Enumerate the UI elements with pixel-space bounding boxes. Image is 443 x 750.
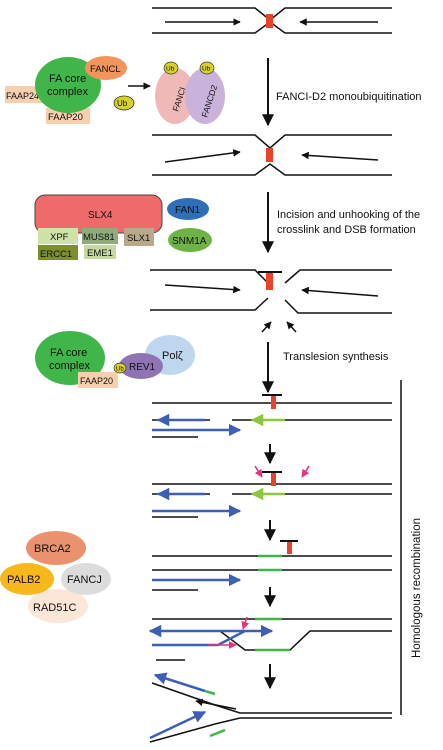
fa-core-label-1: FA core (49, 73, 86, 85)
ub-fanci (163, 61, 179, 75)
crosslink-lesion-2 (266, 148, 273, 162)
ercc1-box (38, 245, 78, 260)
fan1-label: FAN1 (175, 205, 200, 216)
fanci-protein (155, 68, 195, 124)
faap24-box (5, 86, 43, 103)
xpf-label: XPF (50, 232, 69, 243)
ub-rev1 (113, 362, 127, 374)
unhooked-forks (150, 269, 392, 333)
fa-core-label-2: complex (47, 86, 88, 98)
fa-core-cluster: FAAP24 FAAP20 FA core complex FANCL Ub (5, 56, 151, 124)
faap20-label: FAAP20 (48, 112, 83, 123)
rad51c-label: RAD51C (33, 602, 76, 614)
ub-fanci-label: Ub (166, 66, 175, 73)
palb2-protein (0, 563, 54, 595)
rad51c-protein (28, 589, 88, 623)
ub-fancd2-label: Ub (202, 66, 211, 73)
brca2-protein (26, 531, 86, 565)
fanci-fancd2-complex: FANCI FANCD2 Ub Ub (155, 61, 225, 124)
slx4-label: SLX4 (88, 210, 113, 221)
faap20-box (46, 108, 90, 124)
mus81-label: MUS81 (83, 232, 115, 243)
step-label-mono: FANCI-D2 monoubiquitination (276, 91, 422, 103)
unhooked-adduct (266, 273, 273, 290)
step-label-incision-2: crosslink and DSB formation (277, 224, 416, 236)
rev1-label: REV1 (129, 362, 156, 373)
xpf-box (38, 228, 78, 244)
fa-core-complex (35, 57, 101, 113)
hr-unhooked (152, 540, 392, 591)
hr-protein-cluster: BRCA2 RAD51C PALB2 FANCJ (0, 531, 111, 623)
fancd2-protein (185, 68, 225, 124)
hr-vertical-label: Homologous recombination (411, 518, 423, 658)
ubiquitin-free (113, 95, 135, 111)
rev1-protein (119, 353, 163, 379)
eme1-box (84, 245, 116, 259)
ub-rev1-label: Ub (116, 367, 124, 373)
brca2-label: BRCA2 (34, 543, 71, 555)
mus81-box (82, 228, 118, 244)
eme1-label: EME1 (87, 248, 113, 259)
fancj-label: FANCJ (67, 574, 102, 586)
ub-free-label: Ub (117, 99, 128, 108)
faap20-label-2: FAAP20 (80, 376, 113, 386)
crosslink-lesion (266, 14, 273, 28)
ub-fancd2 (199, 61, 215, 75)
faap24-label: FAAP24 (6, 91, 39, 101)
step-label-tls: Translesion synthesis (283, 351, 389, 363)
ercc1-label: ERCC1 (40, 249, 72, 260)
snm1a-protein (168, 228, 212, 252)
palb2-label: PALB2 (7, 574, 40, 586)
slx1-box (124, 228, 154, 246)
hr-strand-invasion (148, 616, 392, 661)
fancl-label: FANCL (90, 64, 121, 75)
nuclease-cluster: SLX4 XPF ERCC1 MUS81 EME1 SLX1 FAN1 SNM1… (34, 194, 212, 260)
fan1-protein (167, 198, 209, 220)
polz-label: Polζ (162, 350, 183, 362)
fa-core2-label-1: FA core (50, 347, 87, 359)
fancj-protein (61, 563, 111, 595)
tls-product (152, 394, 392, 438)
hr-resection (152, 465, 392, 518)
tls-cluster: FA core complex FAAP20 Polζ REV1 Ub (35, 331, 195, 388)
slx1-label: SLX1 (127, 233, 150, 244)
fa-core2-label-2: complex (49, 360, 90, 372)
faap20-box-2 (78, 372, 118, 388)
step-label-incision-1: Incision and unhooking of the (277, 209, 420, 221)
fancl-protein (85, 56, 127, 80)
fa-core-complex-2 (35, 331, 105, 385)
snm1a-label: SNM1A (172, 236, 207, 247)
restored-fork (149, 672, 392, 743)
